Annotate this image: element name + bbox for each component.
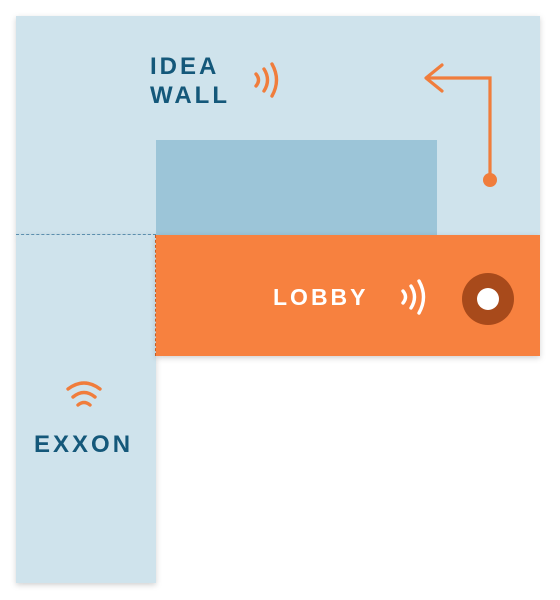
- idea-wall-label-line1: IDEA: [150, 53, 220, 80]
- turn-left-arrow-icon: [424, 63, 497, 187]
- exxon-label: EXXON: [34, 431, 134, 458]
- zone-divider-horizontal: [16, 234, 156, 235]
- lobby-label: LOBBY: [273, 284, 369, 310]
- inner-block-zone: [156, 140, 437, 235]
- wifi-signal-icon: [66, 381, 102, 407]
- idea-wall-label: IDEA WALL: [150, 52, 230, 110]
- zone-divider-vertical: [155, 235, 156, 356]
- exxon-zone[interactable]: [16, 235, 156, 583]
- signal-waves-right-icon: [254, 62, 279, 98]
- signal-waves-right-icon: [401, 279, 426, 315]
- idea-wall-label-line2: WALL: [150, 82, 230, 109]
- current-location-pin-icon[interactable]: [458, 271, 518, 331]
